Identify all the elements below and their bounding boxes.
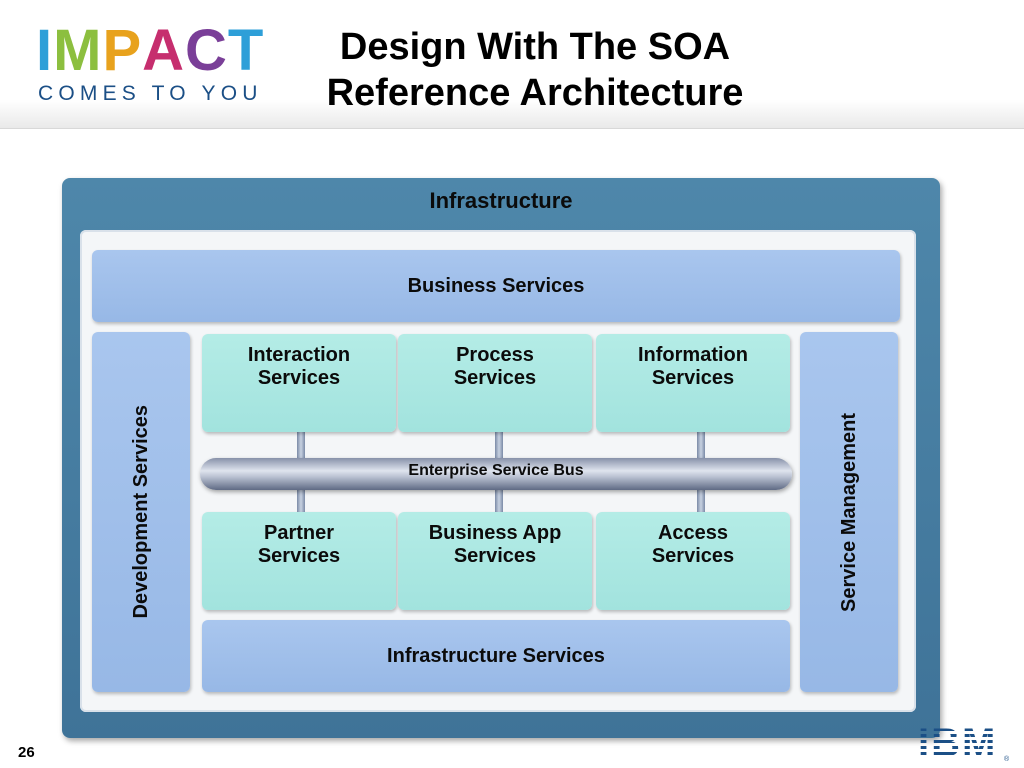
logo-letter: P (102, 18, 143, 83)
slide-title: Design With The SOA Reference Architectu… (300, 24, 770, 116)
access-services-box: Access Services (596, 512, 790, 610)
information-services-box: Information Services (596, 334, 790, 432)
service-label-line1: Partner (263, 522, 335, 544)
registered-mark: ® (1004, 756, 1010, 763)
esb-label: Enterprise Service Bus (408, 462, 584, 479)
title-line-2: Reference Architecture (326, 72, 744, 114)
logo-letter: T (227, 18, 265, 83)
logo-letter: M (53, 18, 103, 83)
logo-tagline: COMES TO YOU (38, 82, 263, 105)
business-app-services-box: Business App Services (398, 512, 592, 610)
page-number: 26 (18, 744, 35, 761)
service-label-line2: Services (651, 367, 735, 389)
development-services-band: Development Services (92, 332, 190, 692)
service-label-line2: Services (257, 545, 341, 567)
logo-letter: C (185, 18, 228, 83)
service-management-band: Service Management (800, 332, 898, 692)
ibm-logo: IBM ® (918, 722, 1012, 764)
service-label-line2: Services (257, 367, 341, 389)
infrastructure-services-band: Infrastructure Services (202, 620, 790, 692)
development-services-label: Development Services (130, 405, 152, 619)
business-services-band: Business Services (92, 250, 900, 322)
service-label-line2: Services (453, 367, 537, 389)
enterprise-service-bus: Enterprise Service Bus (200, 458, 792, 490)
service-label-line1: Process (456, 344, 534, 366)
logo-wordmark: IMPACT (36, 22, 264, 80)
service-label-line2: Services (453, 545, 537, 567)
title-line-1: Design With The SOA (339, 26, 731, 68)
infrastructure-label: Infrastructure (429, 188, 573, 213)
impact-logo: IMPACT COMES TO YOU (36, 22, 266, 112)
service-label-line1: Access (657, 522, 729, 544)
logo-letter: A (142, 18, 186, 83)
header-band (0, 0, 1024, 129)
partner-services-box: Partner Services (202, 512, 396, 610)
service-label-line1: Interaction (247, 344, 351, 366)
interaction-services-box: Interaction Services (202, 334, 396, 432)
service-management-label: Service Management (838, 412, 860, 612)
service-label-line1: Business App (428, 522, 562, 544)
ibm-wordmark: IBM (918, 721, 998, 765)
service-label-line2: Services (651, 545, 735, 567)
logo-letter: I (36, 18, 54, 83)
process-services-box: Process Services (398, 334, 592, 432)
service-label-line1: Information (638, 344, 748, 366)
